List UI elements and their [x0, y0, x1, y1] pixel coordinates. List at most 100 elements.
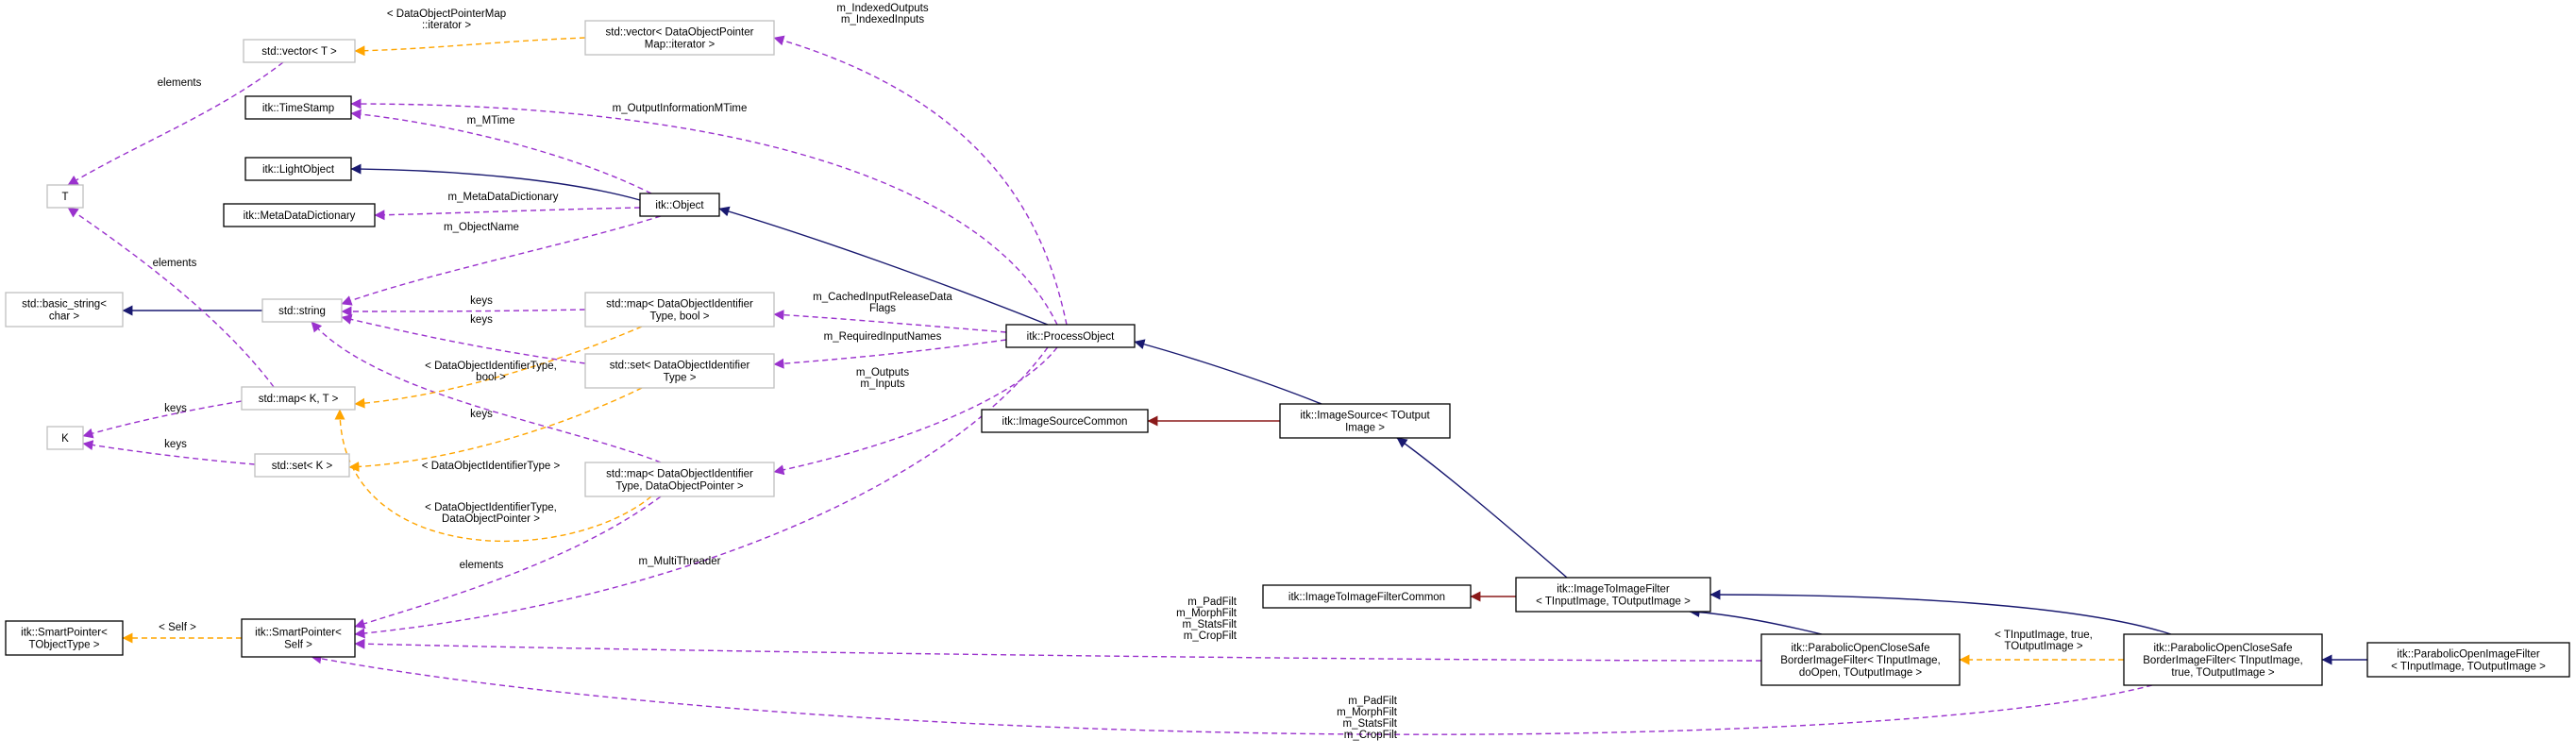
class-node-basicstring[interactable]: std::basic_string<char >: [5, 292, 124, 328]
edge-vec_t-to-T: elements: [67, 61, 284, 186]
class-node-label: itk::SmartPointer<: [21, 628, 108, 639]
class-node-label: T: [61, 192, 68, 203]
class-node-sp_tobj[interactable]: itk::SmartPointer<TObjectType >: [5, 620, 124, 656]
edge-line: [718, 206, 1049, 326]
class-node-string[interactable]: std::string: [261, 298, 343, 323]
class-node-poif[interactable]: itk::ParabolicOpenImageFilter< TInputIma…: [2366, 642, 2570, 678]
edge-processobject-to-sp_self: m_MultiThreader: [354, 346, 1049, 639]
edge-set_k-to-K: keys: [82, 439, 256, 465]
edge-line: [341, 314, 586, 364]
class-node-set_k[interactable]: std::set< K >: [254, 453, 350, 478]
class-node-label: itk::MetaDataDictionary: [244, 210, 356, 222]
class-node-sp_self[interactable]: itk::SmartPointer<Self >: [241, 618, 356, 658]
edge-label: m_MTime: [467, 115, 515, 126]
edge-map_bool-to-map_kt: < DataObjectIdentifierType,bool >: [354, 326, 643, 409]
edge-map_dop-to-string: keys: [311, 321, 662, 463]
edge-line: [354, 496, 662, 630]
edge-map_bool-to-string: keys: [341, 295, 586, 317]
edge-line: [311, 653, 2153, 735]
class-node-map_kt[interactable]: std::map< K, T >: [241, 386, 356, 411]
edge-label: < DataObjectIdentifierType >: [422, 461, 561, 472]
class-node-label: std::map< K, T >: [259, 394, 339, 405]
class-node-box: [639, 193, 720, 217]
class-node-box: [1262, 584, 1472, 609]
class-node-i2if[interactable]: itk::ImageToImageFilter< TInputImage, TO…: [1515, 577, 1711, 613]
class-node-T[interactable]: T: [46, 184, 84, 209]
edge-pocs_doopen-to-i2if: [1689, 607, 1823, 635]
edge-map_kt-to-K: keys: [82, 400, 243, 439]
class-node-box: [584, 462, 775, 497]
class-node-pocs_doopen[interactable]: itk::ParabolicOpenCloseSafeBorderImageFi…: [1760, 633, 1961, 686]
class-node-box: [241, 386, 356, 411]
edge-sp_self-to-sp_tobj: < Self >: [122, 622, 243, 644]
edge-label: < DataObjectIdentifierType,: [425, 502, 557, 513]
edge-label: < Self >: [159, 622, 196, 633]
class-node-metadict[interactable]: itk::MetaDataDictionary: [223, 203, 376, 227]
edge-set_doi-to-set_k: < DataObjectIdentifierType >: [348, 387, 643, 473]
class-node-vec_t[interactable]: std::vector< T >: [243, 39, 356, 63]
class-node-map_bool[interactable]: std::map< DataObjectIdentifierType, bool…: [584, 292, 775, 328]
edge-line: [1396, 437, 1568, 579]
edge-label: m_RequiredInputNames: [824, 331, 942, 343]
class-node-vec_it[interactable]: std::vector< DataObjectPointerMap::itera…: [584, 20, 775, 56]
edge-label: DataObjectPointer >: [442, 513, 540, 525]
class-node-label: Image >: [1345, 423, 1385, 434]
class-node-i2ifcommon[interactable]: itk::ImageToImageFilterCommon: [1262, 584, 1472, 609]
class-node-label: std::vector< T >: [261, 46, 337, 58]
class-node-map_dop[interactable]: std::map< DataObjectIdentifierType, Data…: [584, 462, 775, 497]
edge-label: m_CropFilt: [1344, 730, 1398, 741]
edge-object-to-timestamp: m_MTime: [350, 109, 652, 194]
class-node-label: itk::ParabolicOpenImageFilter: [2397, 649, 2540, 661]
class-node-timestamp[interactable]: itk::TimeStamp: [244, 95, 352, 120]
edge-line: [374, 207, 641, 221]
nodes-layer: std::vector< T > std::vector< DataObjectP…: [5, 20, 2570, 686]
class-node-label: BorderImageFilter< TInputImage,: [2143, 655, 2303, 666]
class-node-label: Self >: [284, 640, 312, 651]
class-node-label: std::basic_string<: [22, 299, 107, 311]
edge-label: keys: [164, 439, 187, 450]
edge-label: m_MultiThreader: [639, 556, 721, 567]
edge-line: [773, 35, 1068, 326]
class-node-imagesourcecommon[interactable]: itk::ImageSourceCommon: [981, 409, 1149, 433]
class-node-label: itk::ImageSource< TOutput: [1300, 411, 1430, 422]
edge-line: [348, 387, 643, 473]
class-node-label: Map::iterator >: [645, 40, 716, 51]
edge-label: m_MetaDataDictionary: [448, 192, 559, 203]
class-node-box: [244, 157, 352, 181]
edge-pocs_true-to-pocs_doopen: < TInputImage, true,TOutputImage >: [1959, 630, 2124, 665]
edge-label: m_MorphFilt: [1176, 608, 1237, 619]
edge-label: bool >: [476, 372, 506, 383]
edge-label: m_StatsFilt: [1342, 718, 1397, 730]
edge-map_kt-to-T: elements: [67, 207, 275, 388]
edge-label: keys: [470, 314, 493, 326]
edge-pocs_doopen-to-sp_self: m_PadFiltm_MorphFiltm_StatsFiltm_CropFil…: [354, 596, 1762, 662]
edge-label: ::iterator >: [422, 20, 471, 31]
edge-line: [82, 400, 243, 439]
class-node-label: BorderImageFilter< TInputImage,: [1780, 655, 1941, 666]
edge-label: m_Outputs: [856, 367, 909, 378]
edge-label: Flags: [869, 303, 896, 314]
class-node-K[interactable]: K: [46, 426, 84, 450]
edge-processobject-to-set_doi: m_RequiredInputNames: [773, 331, 1007, 369]
class-node-set_doi[interactable]: std::set< DataObjectIdentifierType >: [584, 353, 775, 389]
class-node-object[interactable]: itk::Object: [639, 193, 720, 217]
class-node-label: std::set< K >: [272, 461, 333, 472]
class-node-label: Type, bool >: [650, 311, 710, 323]
edge-label: m_IndexedOutputs: [836, 3, 928, 14]
edge-label: m_OutputInformationMTime: [613, 103, 748, 114]
class-node-box: [584, 353, 775, 389]
class-node-label: std::vector< DataObjectPointer: [606, 27, 754, 39]
class-node-pocs_true[interactable]: itk::ParabolicOpenCloseSafeBorderImageFi…: [2123, 633, 2323, 686]
edge-label: < TInputImage, true,: [1995, 630, 2093, 641]
edge-line: [354, 326, 643, 409]
edge-line: [341, 215, 662, 306]
class-node-imagesource[interactable]: itk::ImageSource< TOutputImage >: [1279, 403, 1451, 439]
class-node-lightobject[interactable]: itk::LightObject: [244, 157, 352, 181]
class-node-processobject[interactable]: itk::ProcessObject: [1005, 324, 1136, 348]
class-node-label: < TInputImage, TOutputImage >: [1536, 596, 1691, 608]
class-node-label: char >: [49, 311, 80, 323]
edge-line: [354, 638, 1762, 662]
class-node-box: [584, 20, 775, 56]
edge-imagesource-to-processobject: [1134, 339, 1322, 405]
